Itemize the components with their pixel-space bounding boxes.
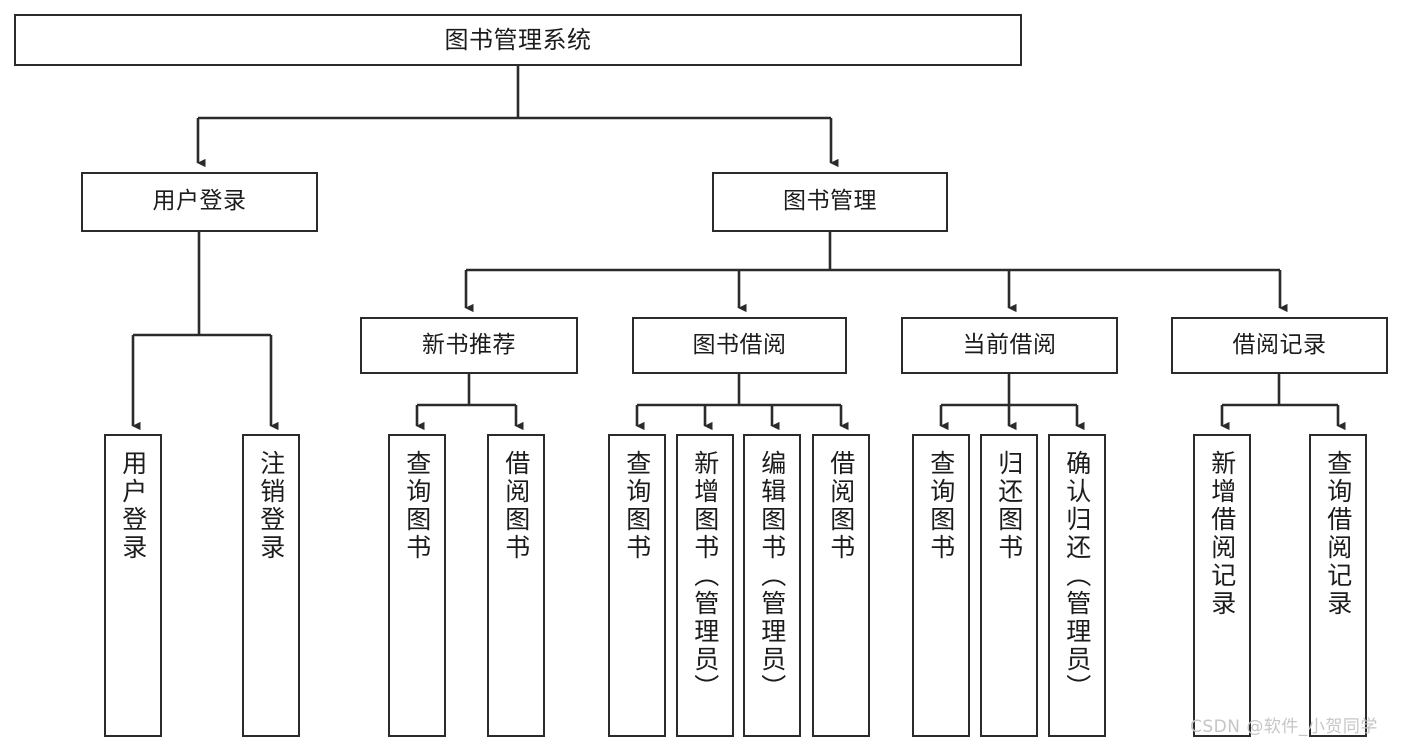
node-new-book-recommend[interactable]: 新书推荐 [360, 317, 578, 374]
node-label: 图书管理系统 [444, 25, 592, 54]
node-label: 借阅记录 [1232, 331, 1327, 358]
node-label: 查询图书 [402, 450, 432, 562]
leaf-recommend-borrow-book[interactable]: 借阅图书 [487, 434, 545, 737]
node-user-login[interactable]: 用户登录 [81, 172, 318, 232]
node-label: 用户登录 [152, 188, 247, 215]
node-label: 新增借阅记录 [1207, 450, 1237, 618]
node-label: 归还图书 [994, 450, 1024, 562]
leaf-borrow-add-book[interactable]: 新增图书（管理员） [676, 434, 734, 737]
node-label: 图书管理 [783, 188, 877, 215]
leaf-user-login-logout[interactable]: 注销登录 [242, 434, 300, 737]
node-label: 注销登录 [256, 450, 286, 562]
node-label: 图书借阅 [692, 331, 787, 358]
node-book-borrow[interactable]: 图书借阅 [632, 317, 847, 374]
leaf-borrow-edit-book[interactable]: 编辑图书（管理员） [743, 434, 801, 737]
node-book-management[interactable]: 图书管理 [712, 172, 948, 232]
node-label: 新书推荐 [422, 331, 516, 358]
node-label: 当前借阅 [962, 331, 1057, 358]
node-label: 借阅图书 [501, 450, 531, 562]
node-label: 借阅图书 [826, 450, 856, 562]
leaf-recommend-query-book[interactable]: 查询图书 [388, 434, 446, 737]
node-label: 新增图书（管理员） [690, 450, 720, 702]
node-label: 确认归还（管理员） [1062, 450, 1092, 702]
node-current-borrow[interactable]: 当前借阅 [901, 317, 1118, 374]
leaf-record-add-record[interactable]: 新增借阅记录 [1193, 434, 1251, 737]
leaf-borrow-borrow-book[interactable]: 借阅图书 [812, 434, 870, 737]
node-label: 用户登录 [118, 450, 148, 562]
leaf-current-query-book[interactable]: 查询图书 [912, 434, 970, 737]
node-label: 编辑图书（管理员） [757, 450, 787, 702]
node-root-system[interactable]: 图书管理系统 [14, 14, 1022, 66]
leaf-borrow-query-book[interactable]: 查询图书 [608, 434, 666, 737]
leaf-user-login-login[interactable]: 用户登录 [104, 434, 162, 737]
node-label: 查询借阅记录 [1323, 450, 1353, 618]
node-label: 查询图书 [926, 450, 956, 562]
node-label: 查询图书 [622, 450, 652, 562]
leaf-current-return-book[interactable]: 归还图书 [980, 434, 1038, 737]
csdn-watermark: CSDN @软件_小贺同学 [1190, 717, 1378, 737]
leaf-current-confirm-return[interactable]: 确认归还（管理员） [1048, 434, 1106, 737]
node-borrow-record[interactable]: 借阅记录 [1171, 317, 1388, 374]
leaf-record-query-record[interactable]: 查询借阅记录 [1309, 434, 1367, 737]
